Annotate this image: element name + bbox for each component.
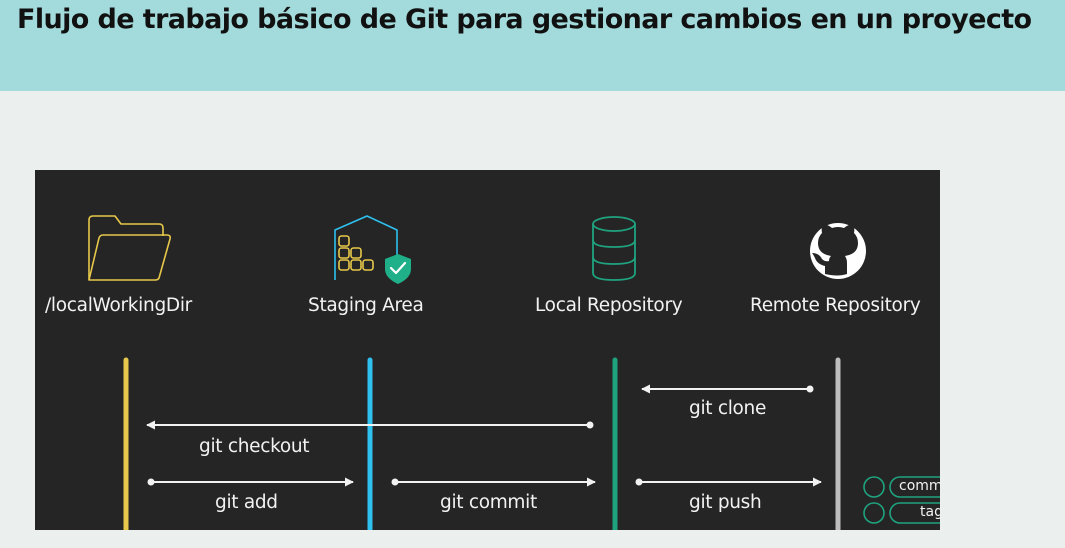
github-icon (810, 223, 866, 279)
git-add-label: git add (215, 492, 278, 513)
folder-icon (88, 215, 171, 281)
git-checkout-arrow (146, 420, 594, 430)
title-bar: Flujo de trabajo básico de Git para gest… (0, 0, 1065, 91)
git-commit-arrow (391, 477, 596, 487)
database-icon (592, 216, 636, 281)
staging-box-icon (334, 215, 411, 284)
stage-label-staging-area: Staging Area (308, 295, 424, 316)
stage-label-remote-repository: Remote Repository (750, 295, 921, 316)
git-clone-label: git clone (689, 398, 767, 419)
git-push-arrow (635, 477, 822, 487)
stage-label-local-repository: Local Repository (535, 295, 683, 316)
git-clone-arrow (641, 384, 814, 394)
git-checkout-label: git checkout (199, 436, 310, 457)
git-add-arrow (147, 477, 354, 487)
git-push-label: git push (689, 492, 762, 513)
remote-tag-commit: comm (899, 478, 940, 494)
diagram-canvas (88, 215, 940, 530)
git-workflow-diagram: /localWorkingDir Staging Area Local Repo… (35, 170, 940, 530)
remote-tag-tag: tag (920, 504, 940, 520)
page-title: Flujo de trabajo básico de Git para gest… (17, 4, 1032, 35)
stage-label-working-dir: /localWorkingDir (45, 295, 192, 316)
git-commit-label: git commit (440, 492, 537, 513)
remote-tag-badges (863, 476, 940, 524)
